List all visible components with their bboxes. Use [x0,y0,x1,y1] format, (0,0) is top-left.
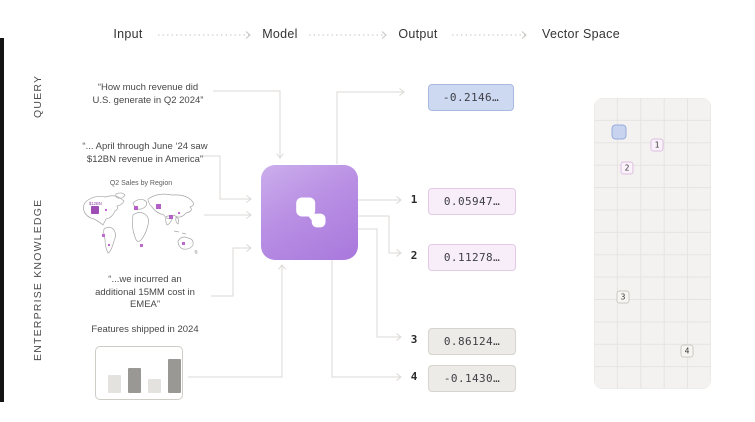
map-marker-dot [178,212,180,214]
mini-chart-bar [128,368,141,393]
query-text-line: “How much revenue did [97,82,199,93]
output-query-vector-chip: -0.2146… [428,84,514,111]
doc-snippet-1-line: $12BN revenue in America” [86,153,204,165]
region-new-zealand [194,249,198,254]
doc-snippet-2-line: additional 15MM cost in [95,286,195,298]
output-index-4: 4 [410,370,418,383]
side-label-enterprise-knowledge: ENTERPRISE KNOWLEDGE [32,198,44,362]
output-vector-chip-2: 0.11278… [428,244,516,271]
mini-chart-bar [108,375,121,393]
region-indonesia [173,230,187,235]
map-title: Q2 Sales by Region [109,180,173,187]
header-input: Input [113,27,143,41]
map-highlight-label: $12BN [89,201,102,206]
output-vector-chip-3: 0.86124… [428,328,516,355]
map-marker-china [169,215,173,219]
line-model-to-query-vector [336,91,403,164]
map-marker-europe [134,206,138,210]
features-bar-chart [95,346,183,400]
left-edge-strip [0,38,4,402]
map-marker-australia [182,242,185,245]
doc-snippet-1-line: “... April through June ‘24 saw [82,141,208,152]
model-tile [261,165,358,260]
region-southeast-asia [175,216,180,225]
continent-africa [131,212,150,242]
vector-point-2: 2 [620,161,634,175]
side-label-query: QUERY [32,74,44,118]
line-model-to-output-2 [358,215,400,254]
output-vector-chip-1: 0.05947… [428,188,516,215]
header-model: Model [262,27,298,41]
line-model-to-output-3 [358,228,400,338]
map-marker-south-africa [140,244,143,247]
line-doc2-to-model [211,247,250,297]
header-output: Output [398,27,438,41]
doc-snippet-2: “...we incurred an additional 15MM cost … [83,274,207,312]
header-vector-space: Vector Space [542,27,620,41]
world-map-illustration: $12BN [83,192,198,254]
map-marker-dot [108,244,110,246]
vector-point-1: 1 [650,138,664,152]
doc-snippet-1: “... April through June ‘24 saw $12BN re… [64,141,226,166]
output-vector-chip-4: -0.1430… [428,365,516,392]
vector-point-query [611,124,627,140]
query-text-line: U.S. generate in Q2 2024” [92,94,204,106]
doc-snippet-2-line: EMEA” [129,299,161,311]
map-marker-russia [156,204,161,209]
doc-snippet-2-line: “...we incurred an [108,274,182,285]
continent-australia [177,236,194,250]
map-marker-north-america-large [91,206,99,214]
world-map: $12BN [78,191,204,262]
continent-asia [147,193,194,219]
vector-point-3: 3 [616,290,630,304]
mini-chart-bar [148,379,161,393]
vector-point-4: 4 [680,344,694,358]
continent-greenland [115,192,126,199]
output-index-2: 2 [410,249,418,262]
map-marker-dot [105,209,107,211]
line-model-to-output-4 [331,260,400,378]
continent-south-america [103,226,116,254]
map-marker-south-america [102,234,105,237]
query-text: “How much revenue did U.S. generate in Q… [70,82,226,107]
mini-chart-bar [168,359,181,393]
bar-chart-title: Features shipped in 2024 [91,324,199,335]
embed-model-logo-icon [295,196,326,227]
continent-north-america [83,195,125,226]
output-index-3: 3 [410,333,418,346]
vector-space-panel: 1 2 3 4 [594,98,711,389]
output-index-1: 1 [410,193,418,206]
